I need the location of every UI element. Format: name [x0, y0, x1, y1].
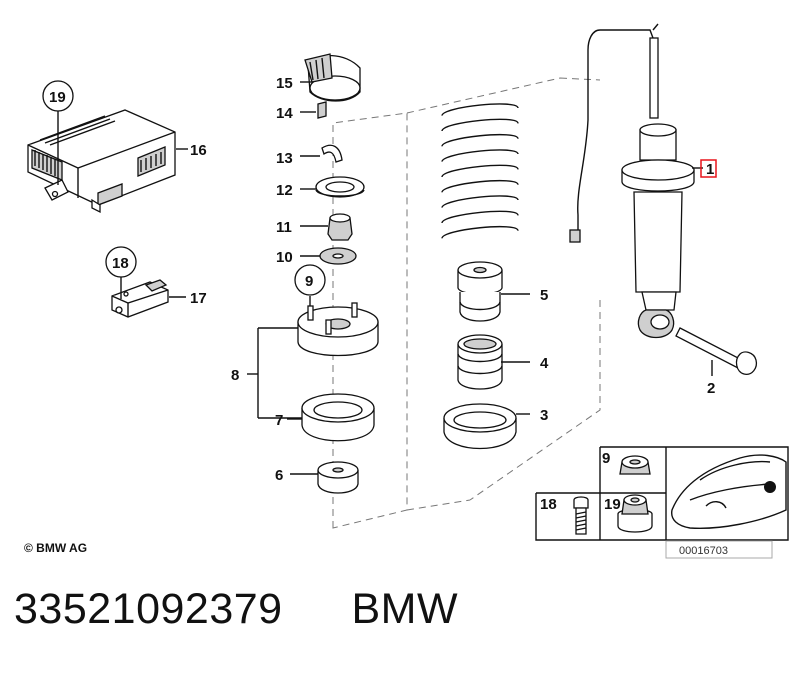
inset-nut-9: [619, 455, 651, 475]
inset-car-outline: [671, 454, 787, 530]
label-part-5[interactable]: 5: [540, 287, 548, 304]
inset-label-18[interactable]: 18: [540, 496, 557, 513]
spring-coil-highlight: [440, 221, 520, 236]
callout-circle-18: [105, 246, 137, 278]
label-part-18[interactable]: 18: [112, 255, 129, 272]
label-part-11[interactable]: 11: [276, 219, 292, 236]
label-part-13[interactable]: 13: [276, 150, 293, 167]
control-unit: [27, 109, 176, 214]
spring-coil-back: [441, 133, 519, 148]
spring-coil-highlight: [440, 191, 520, 206]
part-3-spring-seat: [443, 403, 517, 450]
highlight-box: [700, 159, 717, 178]
spring-coil-back: [441, 164, 519, 178]
spring-coil-back: [441, 225, 519, 240]
callout-circle-19: [42, 80, 74, 112]
part-12-ring: [315, 176, 365, 198]
label-part-2[interactable]: 2: [707, 380, 715, 397]
brand-name: BMW: [351, 585, 459, 633]
spring-coil-highlight: [440, 160, 520, 175]
spring-coil-back: [441, 195, 519, 209]
drawing-number-box: [665, 540, 773, 559]
shock-absorber: [569, 23, 758, 375]
part-5-bump-stop: [457, 261, 503, 322]
spring-coil-highlight: [440, 206, 520, 221]
inset-nut-19: [617, 494, 653, 533]
label-part-19[interactable]: 19: [49, 89, 66, 106]
label-part-17[interactable]: 17: [190, 290, 207, 307]
inset-panel: [535, 446, 789, 559]
assembly-outline-right: [406, 77, 601, 511]
label-part-8[interactable]: 8: [231, 367, 239, 384]
spring-coil-back: [441, 118, 519, 132]
drawing-number: 00016703: [679, 545, 728, 557]
label-part-14[interactable]: 14: [276, 105, 293, 122]
label-part-15[interactable]: 15: [276, 75, 293, 92]
spring-coil-highlight: [440, 145, 520, 160]
sensor: [111, 279, 169, 318]
inset-label-9[interactable]: 9: [602, 450, 610, 467]
inset-bolt-18: [573, 496, 589, 535]
part-14-clip: [317, 101, 327, 119]
part-13-bracket: [321, 144, 343, 163]
label-part-1[interactable]: 1: [706, 161, 714, 178]
inset-label-19[interactable]: 19: [604, 496, 621, 513]
spring-coil-highlight: [440, 129, 520, 144]
spring-coil-back: [441, 149, 519, 163]
label-part-12[interactable]: 12: [276, 182, 293, 199]
spring-coil-back: [441, 103, 519, 117]
copyright-notice: © BMW AG: [24, 541, 88, 555]
part-4-boot: [457, 334, 503, 390]
spring-coil-highlight: [440, 114, 520, 129]
part-6-bump-cap: [317, 461, 359, 494]
part-11-nut: [327, 213, 353, 241]
label-part-10[interactable]: 10: [276, 249, 293, 266]
label-part-16[interactable]: 16: [190, 142, 207, 159]
part-15-cap: [304, 53, 361, 102]
label-part-9[interactable]: 9: [305, 273, 313, 290]
label-part-7[interactable]: 7: [275, 412, 283, 429]
part-7-ring: [301, 393, 375, 442]
leader-8-bracket: [257, 327, 302, 419]
part-8-support-bearing: [297, 302, 379, 357]
label-part-4[interactable]: 4: [540, 355, 549, 372]
spring-coil-back: [441, 179, 519, 194]
caption: 33521092379 BMW: [14, 585, 458, 634]
coil-spring: [440, 103, 520, 252]
spring-coil-back: [441, 210, 519, 224]
part-number: 33521092379: [14, 585, 283, 633]
callout-circle-9: [294, 264, 326, 296]
label-part-6[interactable]: 6: [275, 467, 283, 484]
spring-coil-highlight: [440, 237, 520, 252]
part-10-washer: [319, 247, 357, 265]
label-part-3[interactable]: 3: [540, 407, 548, 424]
spring-coil-highlight: [440, 175, 520, 190]
